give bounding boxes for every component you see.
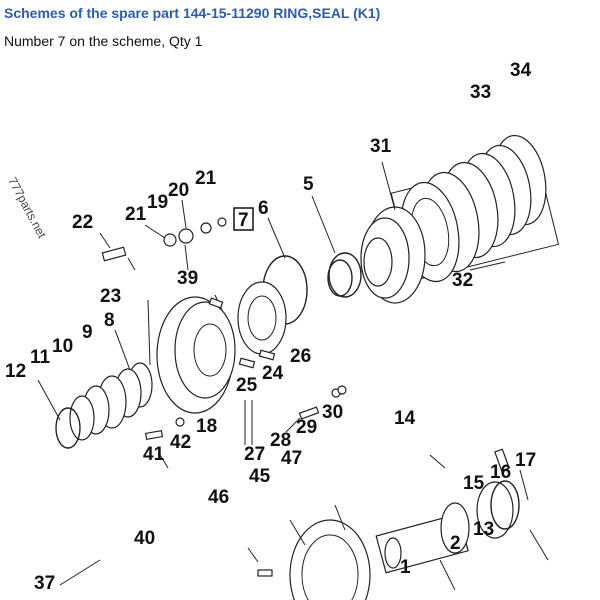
callout-23: 23 <box>100 286 121 307</box>
callout-19: 19 <box>147 192 168 213</box>
callout-46: 46 <box>208 487 229 508</box>
callout-1: 1 <box>400 557 411 578</box>
callout-32: 32 <box>452 270 473 291</box>
part-position-subtitle: Number 7 on the scheme, Qty 1 <box>4 33 203 49</box>
callout-24: 24 <box>262 363 284 384</box>
watermark: 777parts.net <box>5 175 49 241</box>
callout-6: 6 <box>258 198 269 219</box>
callout-34: 34 <box>510 60 532 81</box>
callout-20: 20 <box>168 180 189 201</box>
callout-40: 40 <box>134 528 155 549</box>
pin-drawing <box>99 232 136 271</box>
page-title: Schemes of the spare part 144-15-11290 R… <box>4 5 381 21</box>
callout-45: 45 <box>249 466 271 487</box>
callout-5: 5 <box>303 174 314 195</box>
callout-47: 47 <box>281 448 302 469</box>
callout-30: 30 <box>322 402 343 423</box>
snap-rings-drawing <box>237 195 362 355</box>
callout-33: 33 <box>470 82 491 103</box>
callout-10: 10 <box>52 336 73 357</box>
callout-14: 14 <box>394 408 416 429</box>
callout-25: 25 <box>236 375 258 396</box>
bolts-drawing <box>238 349 347 445</box>
callout-21-upper: 21 <box>195 168 217 189</box>
callout-16: 16 <box>490 462 511 483</box>
callout-31: 31 <box>370 136 392 157</box>
callout-26: 26 <box>290 346 311 367</box>
callout-labels: 34 33 31 5 6 21 21 19 20 22 39 32 23 8 9… <box>5 60 536 594</box>
highlighted-callout-7: 7 <box>233 207 254 231</box>
callout-37: 37 <box>34 573 55 594</box>
callout-15: 15 <box>463 473 485 494</box>
output-shaft-drawing <box>375 448 549 591</box>
svg-text:7: 7 <box>238 210 249 231</box>
carrier-housing-drawing <box>156 244 236 414</box>
gear-hub-drawing <box>360 161 426 304</box>
callout-2: 2 <box>450 533 461 554</box>
callout-13: 13 <box>473 519 494 540</box>
callout-11: 11 <box>30 347 51 368</box>
callout-8: 8 <box>104 310 115 331</box>
callout-39: 39 <box>177 268 198 289</box>
callout-12: 12 <box>5 361 26 382</box>
exploded-parts-scheme: 777parts.net <box>5 60 560 600</box>
small-parts-drawing <box>144 199 227 247</box>
callout-41: 41 <box>143 444 165 465</box>
lower-carrier-drawing <box>59 504 371 600</box>
callout-9: 9 <box>82 322 93 343</box>
callout-21-lower: 21 <box>125 204 147 225</box>
callout-28: 28 <box>270 430 291 451</box>
washers-drawing <box>144 417 185 469</box>
bearings-drawing <box>37 299 153 449</box>
callout-27: 27 <box>244 444 265 465</box>
callout-42: 42 <box>170 432 191 453</box>
callout-18: 18 <box>196 416 217 437</box>
callout-29: 29 <box>296 417 317 438</box>
callout-22: 22 <box>72 212 93 233</box>
callout-17: 17 <box>515 450 536 471</box>
